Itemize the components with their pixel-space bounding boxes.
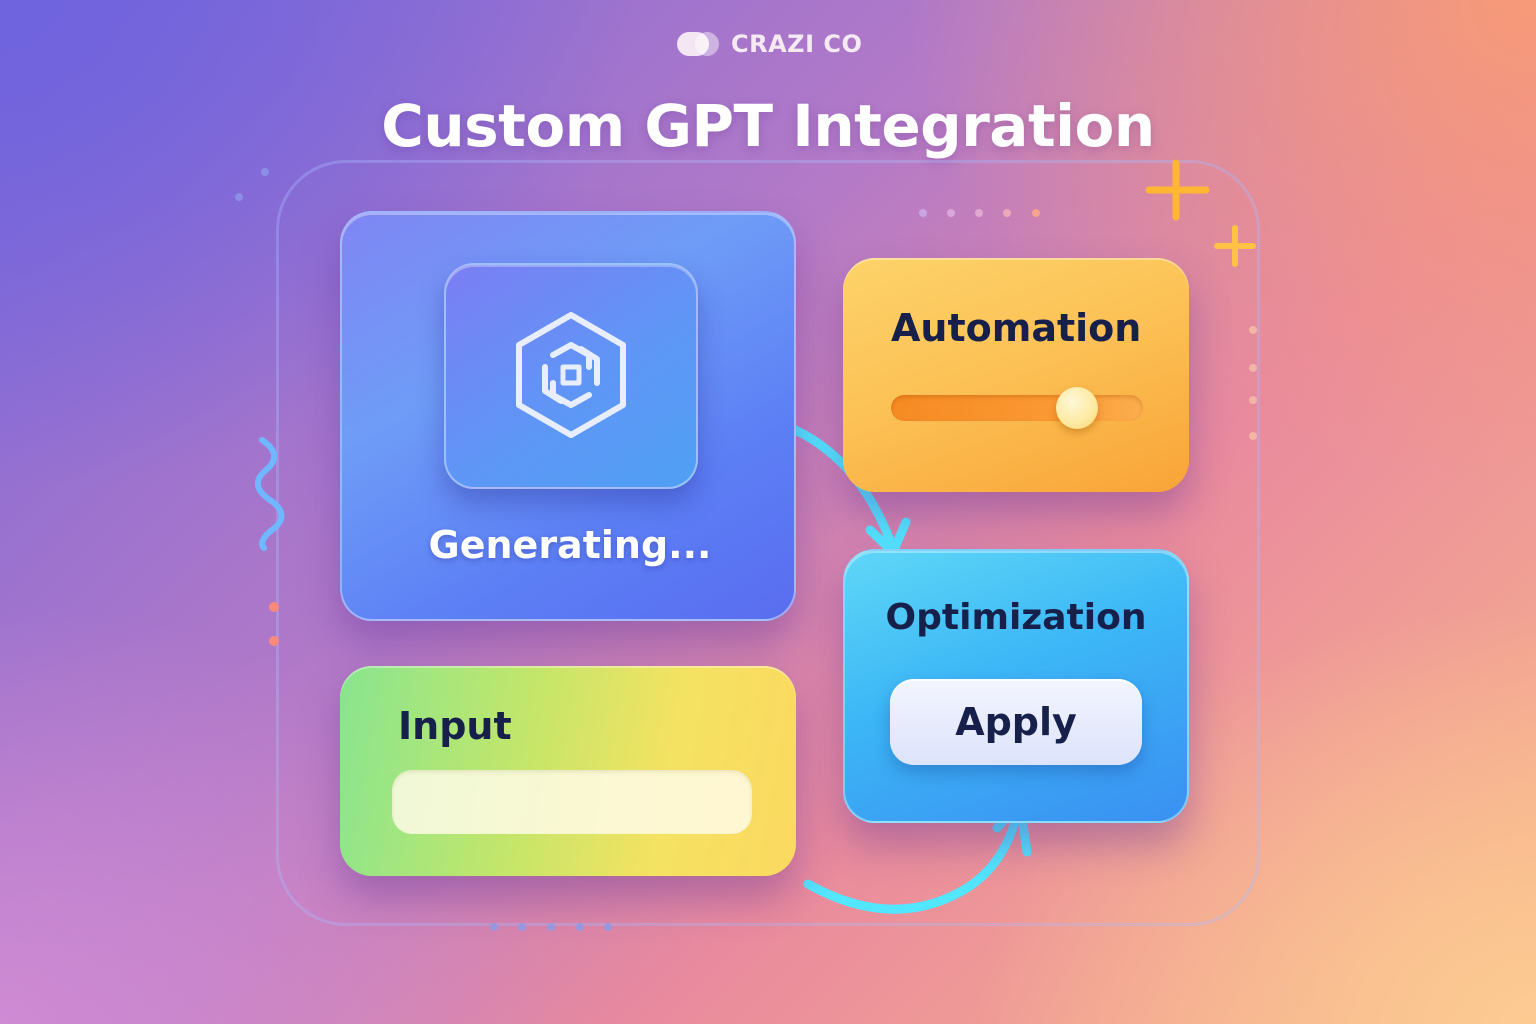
optimization-card: Optimization Apply: [843, 549, 1189, 823]
sparkle-icon: [1145, 159, 1210, 221]
squiggle-icon: [255, 437, 285, 551]
flow-frame-outline: [276, 160, 1260, 926]
automation-card: Automation: [843, 258, 1189, 492]
brand-name: CRAZI CO: [731, 30, 863, 58]
automation-label: Automation: [891, 306, 1142, 350]
apply-button[interactable]: Apply: [890, 679, 1142, 765]
automation-slider-track[interactable]: [891, 395, 1143, 421]
generating-card: Generating...: [340, 211, 796, 621]
automation-slider-thumb[interactable]: [1056, 387, 1099, 429]
page-title: Custom GPT Integration: [381, 92, 1155, 160]
dots-top: [919, 209, 1040, 217]
dots-right: [1249, 326, 1257, 440]
generating-status: Generating...: [428, 523, 712, 567]
brand-logo-icon: [677, 30, 723, 58]
input-field[interactable]: [392, 770, 752, 834]
input-card: Input: [340, 666, 796, 876]
dots-bottom: [490, 923, 612, 931]
dots-left: [235, 168, 279, 646]
brand: CRAZI CO: [677, 30, 862, 58]
sparkle-small-icon: [1214, 225, 1256, 267]
input-label: Input: [398, 704, 512, 748]
optimization-label: Optimization: [885, 597, 1147, 638]
hexagon-chain-logo-icon: [516, 312, 626, 438]
gpt-logo-tile[interactable]: [444, 263, 698, 489]
